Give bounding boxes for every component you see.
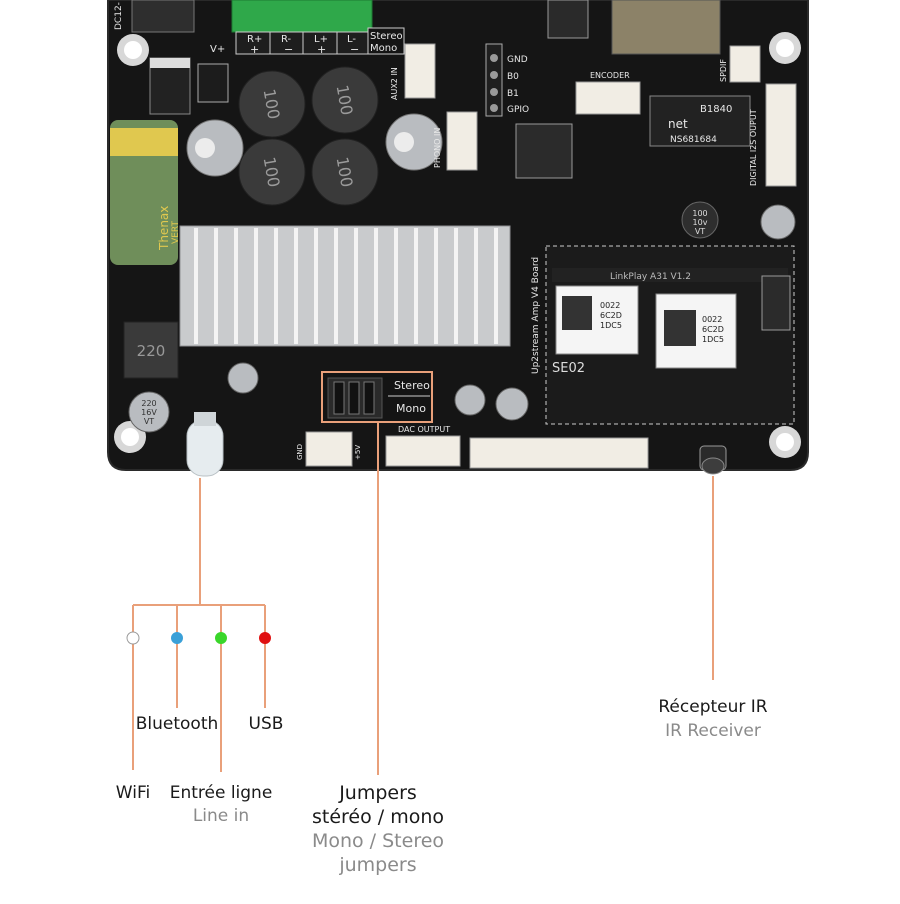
stereo-mono-jumpers: Stereo Mono [321, 371, 433, 423]
small-inductor [123, 321, 179, 379]
chip-text-3: NS681684 [670, 135, 717, 145]
terminal-label-r-minus: R- [281, 34, 292, 45]
i2s-label: DIGITAL I2S OUPUT [749, 109, 758, 186]
ir-label-en: IR Receiver [665, 721, 761, 741]
led-color-dots [126, 631, 271, 645]
aux-label: AUX2 IN [390, 67, 399, 100]
gpio-header: GND B0 B1 GPIO [485, 43, 529, 117]
cap-small-text-3: VT [695, 227, 705, 236]
status-led [186, 412, 224, 477]
jumpers-label-fr-1: Jumpers [339, 782, 417, 804]
module-name: LinkPlay A31 V1.2 [610, 272, 691, 282]
cap-brand: Thenax [157, 206, 171, 251]
plus5v-label: +5V [354, 445, 362, 460]
terminal-label-l-plus: L+ [314, 34, 328, 45]
ir-label-fr: Récepteur IR [658, 697, 768, 717]
wifi-module: LinkPlay A31 V1.2 0022 6C2D 1DC5 0022 6C… [545, 245, 795, 425]
wifi-label: WiFi [115, 783, 151, 803]
line-in-label-fr: Entrée ligne [169, 783, 273, 803]
cap-left-text-3: VT [144, 417, 154, 426]
board-name: Up2stream Amp V4 Board [531, 257, 541, 374]
network-chip [649, 95, 751, 147]
module-code-2b: 6C2D [702, 325, 724, 334]
capacitor-left [128, 391, 170, 433]
leader-lines [132, 422, 714, 775]
jumpers-label-en-2: jumpers [339, 854, 417, 876]
terminal-label-l-minus: L- [347, 34, 356, 45]
aux-connector [404, 43, 436, 99]
dc-jack [131, 0, 195, 33]
terminal-sign-2: − [284, 43, 293, 56]
encoder-connector [575, 81, 641, 115]
vplus-label: V+ [210, 44, 225, 55]
cap-left-text-2: 16V [141, 408, 157, 417]
ir-receiver [699, 445, 727, 475]
terminal-label-r-plus: R+ [247, 34, 262, 45]
usb-led-dot [259, 632, 271, 644]
mounting-holes [114, 32, 801, 458]
bluetooth-led-dot [171, 632, 183, 644]
gpio-label-gnd: GND [507, 55, 528, 65]
capacitor-small [681, 201, 719, 239]
power-connector [305, 431, 353, 467]
phono-label: PHONO IN [433, 128, 442, 168]
main-chip [515, 123, 573, 179]
terminal-sign-4: − [350, 43, 359, 56]
module-code-2c: 1DC5 [702, 335, 724, 344]
module-code-1b: 6C2D [600, 311, 622, 320]
cap-vert: VERT [171, 221, 181, 244]
terminal-sign-3: + [317, 43, 326, 56]
cap-small-text-2: 10v [693, 218, 708, 227]
line-in-led-dot [215, 632, 227, 644]
terminal-sign-1: + [250, 43, 259, 56]
cap-small-text-1: 100 [692, 209, 707, 218]
capacitor-thenax: Thenax VERT [110, 120, 181, 265]
small-inductor-text: 220 [137, 342, 166, 360]
module-id: SE02 [552, 361, 585, 376]
bluetooth-label: Bluetooth [135, 714, 219, 734]
module-code-1c: 1DC5 [600, 321, 622, 330]
pcb-board: DC12- R+ R- L+ L- + − + − Stereo Mono V+… [107, 0, 809, 477]
dc-label: DC12- [114, 2, 124, 30]
phono-connector [446, 111, 478, 171]
dac-output-connector [385, 435, 461, 467]
stereo-top-label: Stereo [370, 31, 403, 42]
chip-text-1: B1840 [700, 104, 732, 115]
module-code-2a: 0022 [702, 315, 722, 324]
mono-top-label: Mono [370, 43, 397, 54]
usb-label: USB [248, 714, 284, 734]
gnd-label: GND [296, 444, 304, 460]
module-code-1a: 0022 [600, 301, 620, 310]
spdif-label: SPDIF [719, 59, 728, 82]
jumpers-label-en-1: Mono / Stereo [311, 830, 445, 852]
gpio-label-b1: B1 [507, 89, 519, 99]
line-in-label-en: Line in [192, 806, 250, 826]
power-inductors: 100 100 100 100 [238, 66, 379, 206]
dac-output-label: DAC OUTPUT [398, 425, 450, 434]
i2s-connector [765, 83, 797, 187]
encoder-label: ENCODER [590, 71, 630, 80]
spdif-connector [729, 45, 761, 83]
jumpers-label-fr-2: stéréo / mono [311, 806, 445, 828]
expansion-connector [469, 437, 649, 469]
jumper-stereo-label: Stereo [394, 379, 430, 392]
jumper-mono-label: Mono [396, 402, 426, 415]
speaker-terminal [231, 0, 373, 33]
heatsink [179, 225, 511, 347]
gpio-label-b0: B0 [507, 72, 519, 82]
gpio-label-gpio: GPIO [507, 105, 529, 115]
cap-left-text-1: 220 [141, 399, 156, 408]
wifi-led-dot [126, 631, 140, 645]
chip-text-2: net [668, 117, 688, 131]
